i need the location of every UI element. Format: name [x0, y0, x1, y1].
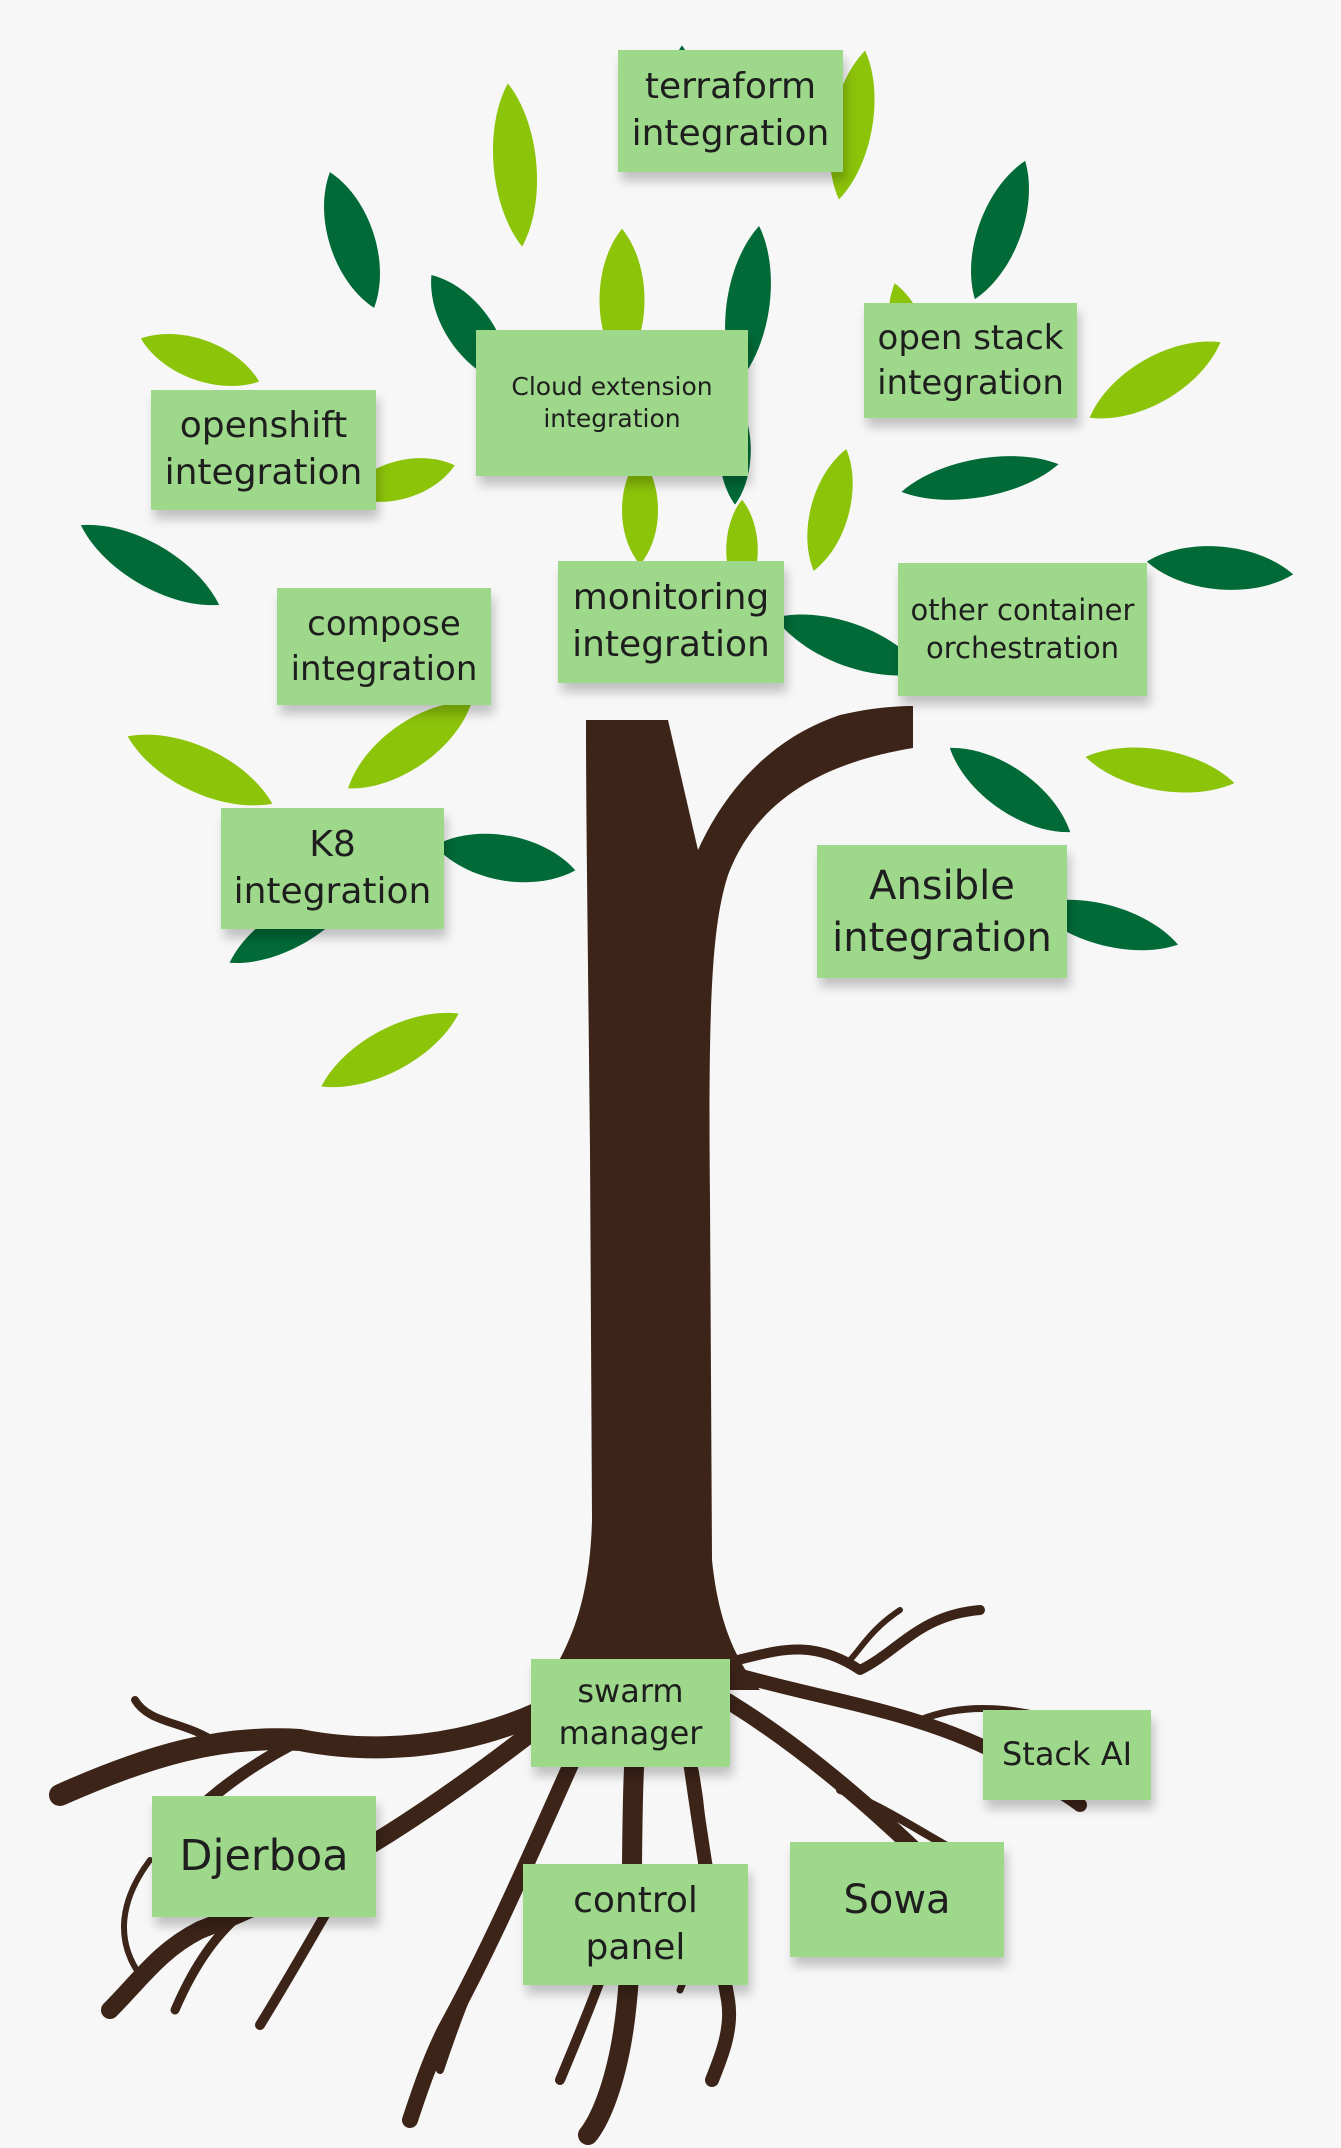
- note-djerboa[interactable]: Djerboa: [152, 1796, 376, 1917]
- note-openshift-integration[interactable]: openshift integration: [151, 390, 376, 510]
- note-label: monitoring integration: [572, 577, 770, 665]
- note-label: other container orchestration: [910, 592, 1135, 665]
- note-label: K8 integration: [233, 823, 432, 912]
- note-k8-integration[interactable]: K8 integration: [221, 808, 444, 929]
- note-swarm-manager[interactable]: swarm manager: [531, 1659, 730, 1767]
- note-control-panel[interactable]: control panel: [523, 1864, 748, 1985]
- note-other-container-orchestration[interactable]: other container orchestration: [898, 563, 1147, 696]
- note-label: Ansible integration: [832, 862, 1052, 961]
- note-compose-integration[interactable]: compose integration: [277, 588, 491, 705]
- note-terraform-integration[interactable]: terraform integration: [618, 50, 843, 172]
- note-label: control panel: [573, 1879, 698, 1968]
- note-stack-ai[interactable]: Stack AI: [983, 1710, 1151, 1800]
- note-label: openshift integration: [164, 405, 363, 493]
- note-label: Djerboa: [179, 1830, 349, 1881]
- note-monitoring-integration[interactable]: monitoring integration: [558, 561, 784, 683]
- note-label: Sowa: [843, 1876, 951, 1923]
- note-cloud-extension-integration[interactable]: Cloud extension integration: [476, 330, 748, 476]
- note-label: open stack integration: [877, 318, 1064, 403]
- note-label: swarm manager: [558, 1672, 703, 1752]
- note-sowa[interactable]: Sowa: [790, 1842, 1004, 1957]
- note-label: Cloud extension integration: [511, 371, 713, 434]
- note-ansible-integration[interactable]: Ansible integration: [817, 845, 1067, 978]
- note-label: terraform integration: [631, 66, 830, 154]
- tree-trunk: [540, 706, 913, 1690]
- note-label: Stack AI: [1001, 1735, 1133, 1774]
- note-open-stack-integration[interactable]: open stack integration: [864, 303, 1077, 418]
- note-label: compose integration: [290, 604, 478, 689]
